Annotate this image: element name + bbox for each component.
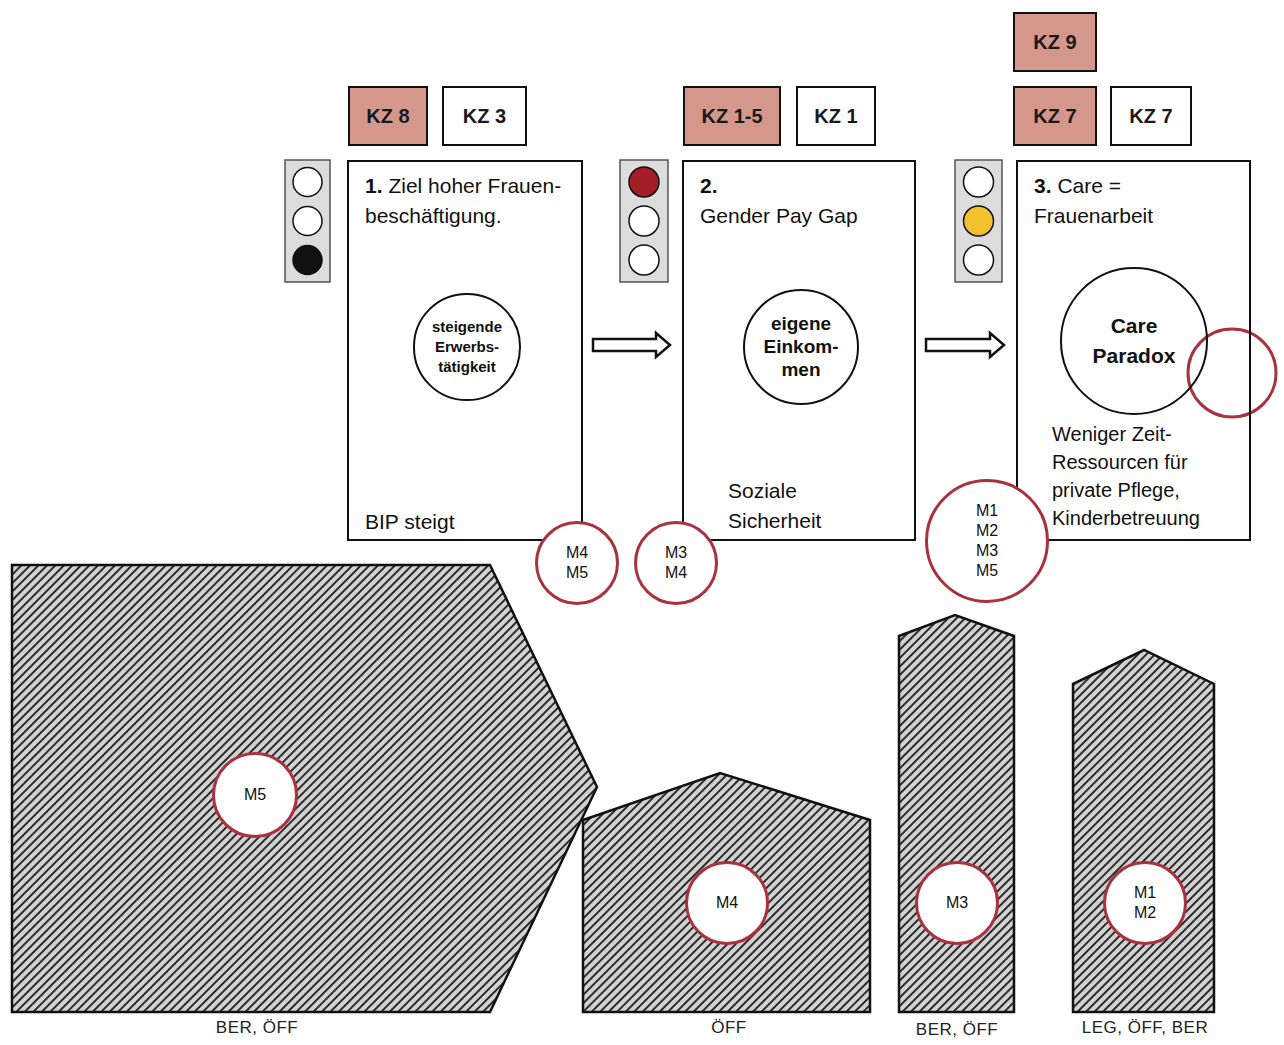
step-number: 3. [1034, 174, 1052, 197]
circle-node: M4 M5 [535, 521, 619, 605]
indicator-tag: KZ 1-5 [683, 86, 781, 146]
box-text: 2. [700, 174, 718, 197]
box-text: BIP steigt [365, 510, 455, 533]
box-text: Gender Pay Gap [700, 204, 858, 227]
circle-text-wrap: Care Paradox [1093, 311, 1176, 371]
tag-label: KZ 3 [463, 105, 506, 128]
circle-label: steigende Erwerbs- tätigkeit [432, 317, 502, 377]
region-label: BER, ÖFF [147, 1017, 367, 1039]
circle-text-wrap: M1 M2 [1134, 883, 1156, 923]
circle-node: Care Paradox [1060, 267, 1208, 415]
hatched-region: BER, ÖFFM3 [899, 615, 1014, 1012]
empty-marker-circle [1188, 329, 1276, 417]
traffic-light [620, 160, 668, 282]
region-label: BER, ÖFF [847, 1019, 1067, 1041]
text-group: Weniger Zeit- Ressourcen für private Pfl… [1052, 420, 1247, 532]
step-number: 1. [365, 174, 383, 197]
circle-label: M1 M2 [1134, 883, 1156, 923]
region-shape [12, 565, 597, 1012]
text-group: Soziale Sicherheit [728, 476, 878, 536]
indicator-tag: KZ 7 [1110, 86, 1192, 146]
text-group: Gender Pay Gap [700, 201, 910, 231]
text-group: 2. [700, 171, 900, 201]
tag-label: KZ 1-5 [701, 105, 762, 128]
circle-node: M3 [915, 861, 999, 945]
region-label: ÖFF [619, 1017, 839, 1039]
region-label: LEG, ÖFF, BER [1035, 1017, 1255, 1039]
circle-label: M5 [244, 785, 266, 805]
tag-label: KZ 7 [1033, 105, 1076, 128]
circle-label: Care Paradox [1093, 311, 1176, 371]
circle-label: eigene Einkom- men [764, 312, 839, 381]
circle-label: M4 M5 [566, 543, 588, 583]
region-outline [899, 615, 1014, 1012]
process-box: 1.Ziel hoher Frauen- beschäftigung. BIP s… [347, 160, 583, 541]
region-outline [12, 565, 597, 1012]
tag-label: KZ 7 [1129, 105, 1172, 128]
tag-label: KZ 8 [366, 105, 409, 128]
region-shape [1073, 650, 1214, 1012]
circle-text-wrap: M1 M2 M3 M5 [976, 501, 998, 581]
circle-text-wrap: steigende Erwerbs- tätigkeit [432, 317, 502, 377]
circle-text-wrap: eigene Einkom- men [764, 312, 839, 381]
block-arrow [926, 333, 1004, 357]
circle-label: M3 M4 [665, 543, 687, 583]
indicator-tag: KZ 9 [1013, 12, 1097, 72]
indicator-tag: KZ 3 [442, 86, 527, 146]
box-text: Ziel hoher Frauen- beschäftigung. [365, 174, 561, 227]
indicator-tag: KZ 1 [796, 86, 876, 146]
circle-label: M3 [946, 893, 968, 913]
circle-node: M1 M2 M3 M5 [925, 479, 1049, 603]
traffic-light [285, 160, 330, 282]
box-text: Care = Frauenarbeit [1034, 174, 1153, 227]
text-group: 1.Ziel hoher Frauen- beschäftigung. [365, 171, 565, 231]
process-box: 2. Gender Pay GapSoziale Sicherheit eigene… [682, 160, 916, 541]
circle-text-wrap: M3 [946, 893, 968, 913]
tag-label: KZ 9 [1033, 31, 1076, 54]
circle-text-wrap: M4 [716, 893, 738, 913]
hatched-region: ÖFFM4 [583, 773, 870, 1012]
text-group: 3.Care = Frauenarbeit [1034, 171, 1239, 231]
box-text: Weniger Zeit- Ressourcen für private Pfl… [1052, 423, 1200, 529]
process-box: 3.Care = FrauenarbeitWeniger Zeit- Resso… [1016, 160, 1251, 541]
circle-node: eigene Einkom- men [743, 289, 860, 406]
region-outline [1073, 650, 1214, 1012]
box-text: Soziale Sicherheit [728, 479, 821, 532]
traffic-light [955, 160, 1002, 282]
hatched-region: LEG, ÖFF, BERM1 M2 [1073, 650, 1214, 1012]
hatched-region: BER, ÖFFM5 [12, 565, 597, 1012]
circle-node: M5 [212, 752, 298, 838]
circle-node: M4 [685, 861, 769, 945]
tag-label: KZ 1 [814, 105, 857, 128]
circle-label: M1 M2 M3 M5 [976, 501, 998, 581]
circle-label: M4 [716, 893, 738, 913]
indicator-tag: KZ 8 [348, 86, 428, 146]
circle-node: M3 M4 [634, 521, 718, 605]
circle-node: steigende Erwerbs- tätigkeit [413, 293, 520, 400]
indicator-tag: KZ 7 [1013, 86, 1097, 146]
circle-node: M1 M2 [1103, 861, 1187, 945]
circle-text-wrap: M4 M5 [566, 543, 588, 583]
region-shape [899, 615, 1014, 1012]
block-arrow [593, 333, 670, 357]
circle-text-wrap: M5 [244, 785, 266, 805]
region-shape [583, 773, 870, 1012]
text-group: BIP steigt [365, 508, 565, 536]
circle-text-wrap: M3 M4 [665, 543, 687, 583]
